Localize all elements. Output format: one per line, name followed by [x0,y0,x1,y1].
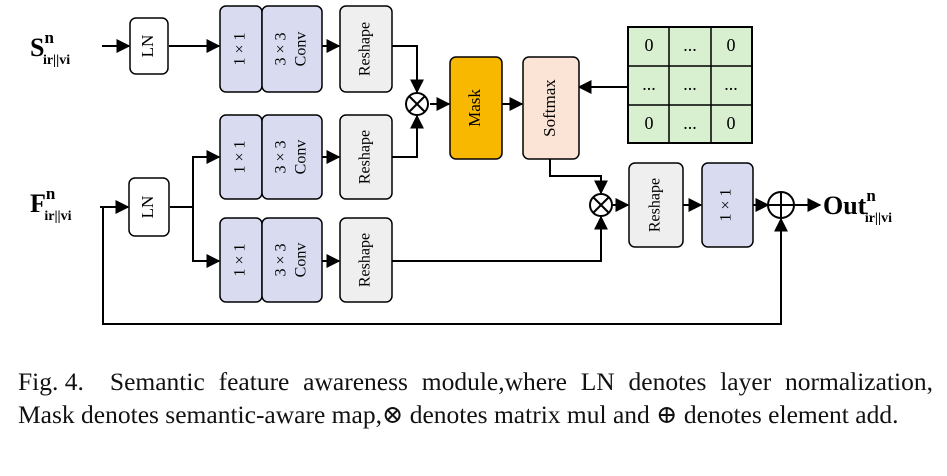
svg-text:Mask: Mask [465,89,484,127]
svg-text:Reshape: Reshape [357,130,374,184]
svg-text:Reshape: Reshape [357,22,374,76]
matrix-cell: 0 [645,35,654,55]
svg-text:3 × 3: 3 × 3 [273,32,290,65]
mask-block: Mask [449,56,503,160]
caption-figure-number: Fig. 4. [18,367,84,396]
caption-text-part3: denotes element add. [677,400,899,429]
svg-text:Conv: Conv [293,140,310,175]
caption-text-part1: Semantic feature awareness module,where … [18,367,933,429]
caption-add-symbol: ⊕ [656,400,678,429]
matrix-mul-op-2 [589,193,613,217]
matrix-cell: 0 [727,35,736,55]
matrix-cell: ... [724,74,738,94]
ln-block-middle: LN [128,177,170,237]
matrix-cell: ... [683,74,697,94]
ln-block-top: LN [129,17,169,75]
svg-text:Conv: Conv [293,32,310,67]
matrix-cell: ... [683,35,697,55]
svg-text:Reshape: Reshape [357,233,374,287]
reshape-block-right: Reshape [628,162,684,248]
element-add-op [767,191,795,219]
zero-matrix: 0 ... 0 ... ... ... 0 ... 0 [627,26,753,144]
softmax-block: Softmax [522,56,580,160]
conv-block-bottom: 1 × 1 3 × 3 Conv [219,217,323,303]
reshape-block-middle: Reshape [339,114,393,200]
svg-text:3 × 3: 3 × 3 [273,140,290,173]
caption-mul-symbol: ⊗ [381,400,404,429]
conv1x1-block-right: 1 × 1 [701,162,754,248]
matrix-cell: ... [642,74,656,94]
conv-block-top: 1 × 1 3 × 3 Conv [219,5,323,93]
svg-text:Softmax: Softmax [540,79,559,137]
svg-text:LN: LN [138,196,157,219]
svg-text:1 × 1: 1 × 1 [718,188,735,221]
svg-text:LN: LN [138,35,157,58]
connections [100,39,822,325]
matrix-cell: 0 [727,113,736,133]
caption-text-part2: denotes matrix mul and [403,400,657,429]
matrix-cell: 0 [645,113,654,133]
svg-text:1 × 1: 1 × 1 [232,140,249,173]
figure-caption: Fig. 4.Semantic feature awareness module… [18,365,933,431]
reshape-block-top: Reshape [339,5,393,93]
conv-block-middle: 1 × 1 3 × 3 Conv [219,114,323,200]
matrix-cell: ... [683,113,697,133]
svg-text:Reshape: Reshape [647,178,664,232]
svg-text:1 × 1: 1 × 1 [232,32,249,65]
matrix-mul-op-1 [405,92,429,116]
svg-text:1 × 1: 1 × 1 [232,243,249,276]
reshape-block-bottom: Reshape [339,217,393,303]
svg-text:Conv: Conv [293,243,310,278]
svg-text:3 × 3: 3 × 3 [273,243,290,276]
